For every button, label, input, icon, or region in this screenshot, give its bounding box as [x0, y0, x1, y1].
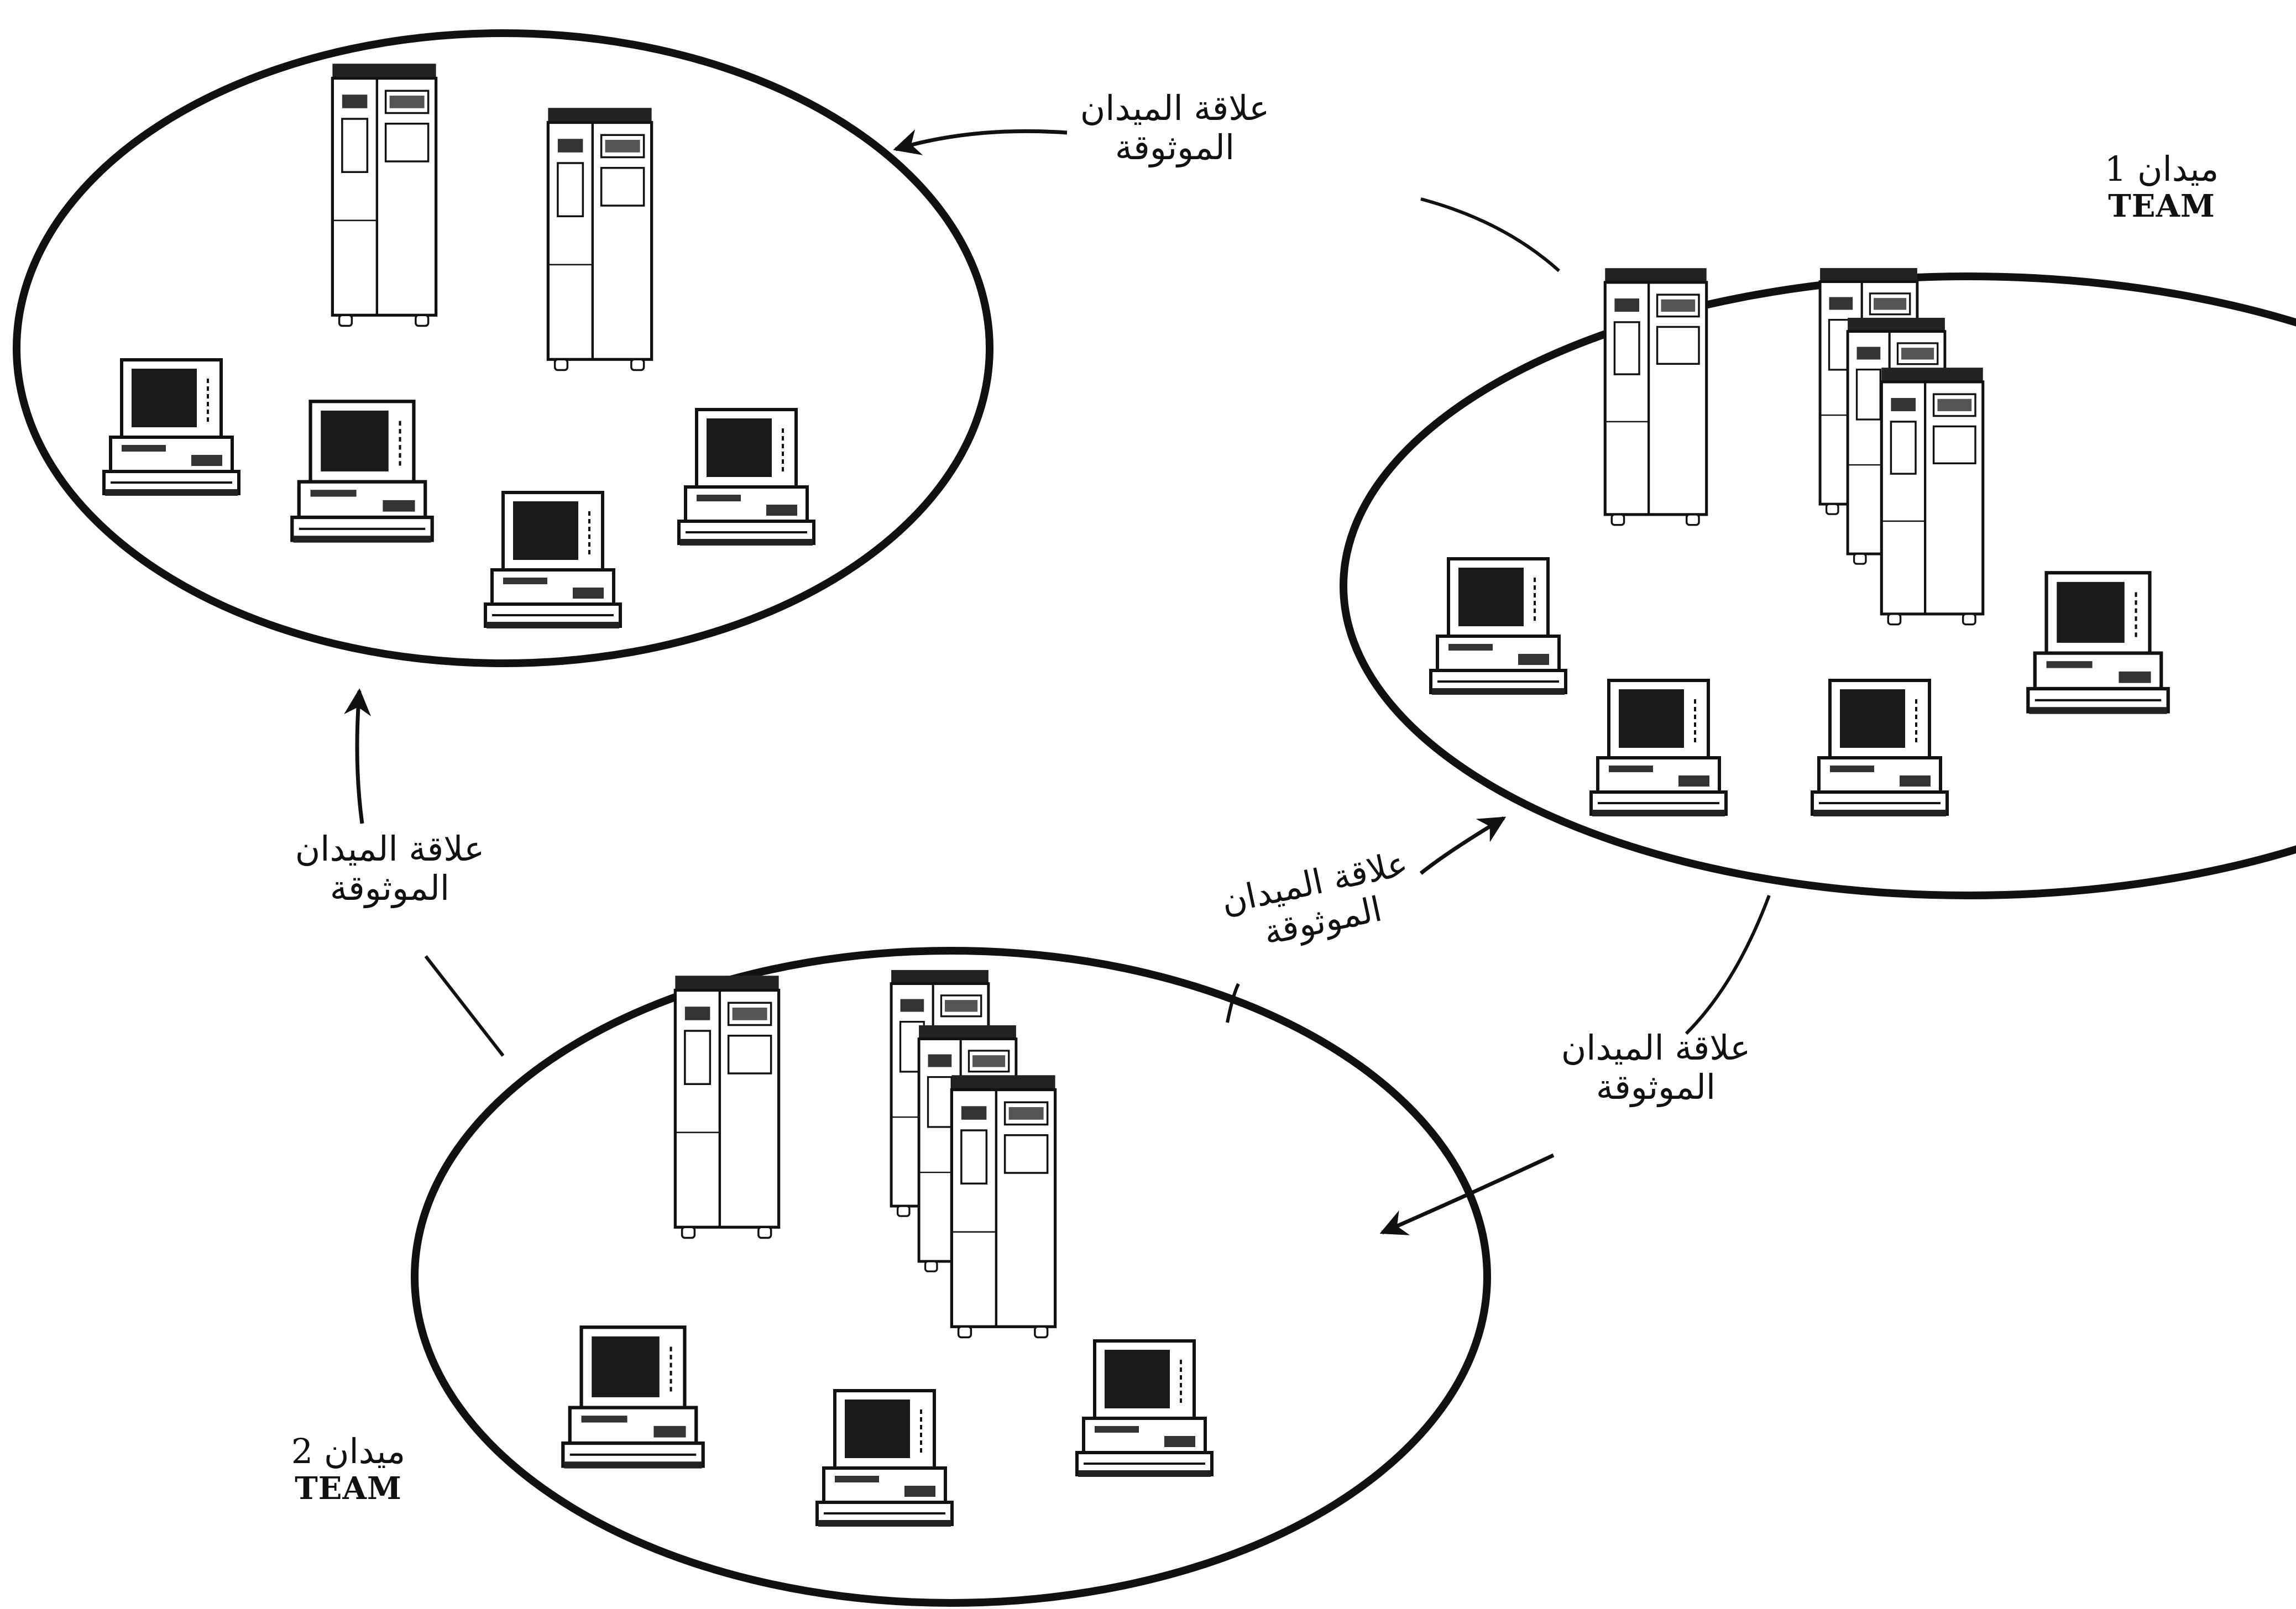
workstation-computer-icon: [1591, 680, 1726, 816]
server-tower-icon: [548, 108, 651, 370]
domain-2-name: ميدان 2: [265, 1432, 431, 1471]
trust-line-domain1-down: [1686, 895, 1769, 1034]
server-tower-icon: [332, 64, 436, 326]
workstation-computer-icon: [104, 360, 239, 496]
domain-2-label: ميدان 2 TEAM: [265, 1432, 431, 1507]
trust-label-bottom-right: علاقة الميدان الموثوقة: [1526, 1028, 1786, 1107]
trust-arrow-to-domain2: [1382, 1155, 1554, 1233]
server-tower-icon: [675, 976, 778, 1238]
domain-2-machines: [563, 970, 1212, 1527]
trust-line-top-right: [1421, 199, 1559, 271]
workstation-computer-icon: [485, 492, 620, 628]
workstation-computer-icon: [563, 1327, 703, 1468]
trust-label-top: علاقة الميدان الموثوقة: [1045, 88, 1305, 167]
workstation-computer-icon: [1431, 559, 1566, 695]
domain-2-team: TEAM: [265, 1471, 431, 1506]
workstation-computer-icon: [1077, 1341, 1212, 1477]
trust-arrow-domain1-to-top: [896, 131, 1067, 149]
trust-label-line1: علاقة الميدان: [1045, 88, 1305, 128]
trust-label-line2: الموثوقة: [1045, 128, 1305, 167]
server-tower-icon: [1881, 368, 1983, 625]
trust-line-to-domain2: [426, 956, 503, 1056]
workstation-computer-icon: [679, 410, 814, 546]
trust-label-left: علاقة الميدان الموثوقة: [260, 829, 520, 908]
trusted-domain-machines: [104, 64, 814, 628]
trust-arrow-to-top-circle: [357, 691, 362, 824]
workstation-computer-icon: [2028, 573, 2168, 714]
workstation-computer-icon: [1812, 680, 1947, 816]
trust-label-line1: علاقة الميدان: [1526, 1028, 1786, 1067]
workstation-computer-icon: [292, 401, 432, 542]
domain-1-team: TEAM: [2079, 188, 2245, 224]
trust-label-line1: علاقة الميدان: [260, 829, 520, 868]
workstation-computer-icon: [817, 1391, 952, 1527]
domain-1-label: ميدان 1 TEAM: [2079, 149, 2245, 224]
server-tower-icon: [1605, 268, 1706, 525]
trust-label-line2: الموثوقة: [1526, 1067, 1786, 1107]
domain-1-machines: [1431, 268, 2168, 816]
trust-label-line2: الموثوقة: [260, 868, 520, 908]
domain-1-name: ميدان 1: [2079, 149, 2245, 188]
server-tower-icon: [951, 1075, 1055, 1337]
